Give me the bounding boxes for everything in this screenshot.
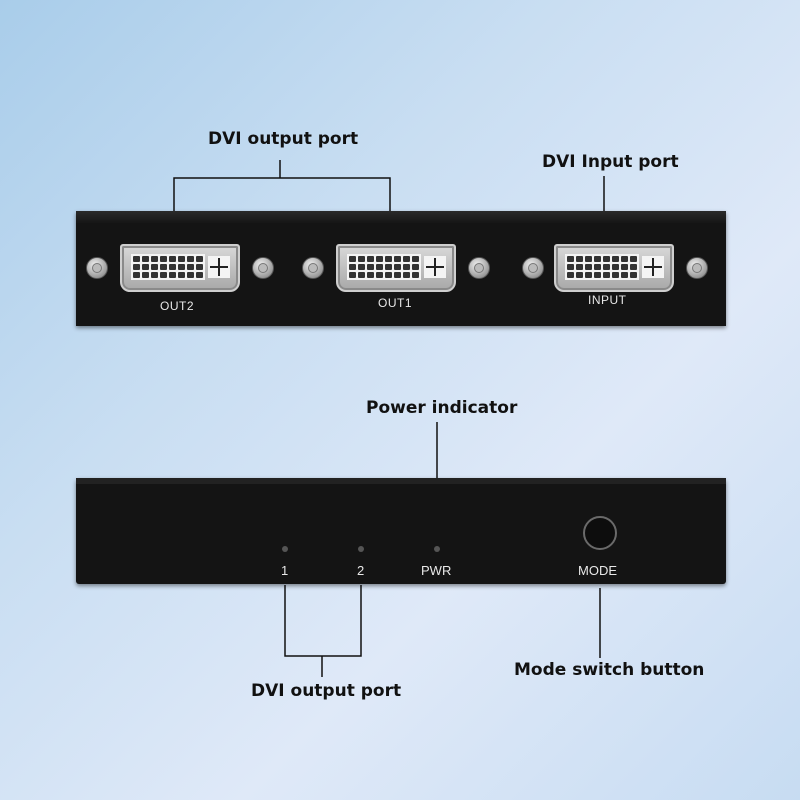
power-indicator-callout: Power indicator xyxy=(366,398,518,418)
top-output-callout: DVI output port xyxy=(208,129,359,149)
screw-icon xyxy=(252,257,274,279)
mode-switch-button[interactable] xyxy=(583,516,617,550)
dvi-port-icon xyxy=(120,244,240,292)
mode-switch-callout: Mode switch button xyxy=(514,660,705,680)
port-label: OUT1 xyxy=(378,296,413,310)
bottom-output-callout: DVI output port xyxy=(251,681,402,701)
screw-icon xyxy=(302,257,324,279)
led-pwr-indicator xyxy=(434,546,440,552)
dvi-port-icon xyxy=(336,244,456,292)
bottom-output-bracket xyxy=(284,585,362,657)
led-2-label: 2 xyxy=(357,563,365,578)
screw-icon xyxy=(468,257,490,279)
dvi-port-icon xyxy=(554,244,674,292)
led-1-label: 1 xyxy=(281,563,289,578)
port-label: INPUT xyxy=(588,293,627,307)
screw-icon xyxy=(522,257,544,279)
screw-icon xyxy=(86,257,108,279)
front-panel: 1 2 PWR MODE xyxy=(76,478,726,584)
led-pwr-label: PWR xyxy=(421,563,452,578)
mode-label: MODE xyxy=(578,563,617,578)
port-label: OUT2 xyxy=(160,299,195,313)
screw-icon xyxy=(686,257,708,279)
led-2-indicator xyxy=(358,546,364,552)
top-input-callout: DVI Input port xyxy=(542,152,679,172)
rear-panel: OUT2 OUT1 INPUT xyxy=(76,211,726,326)
led-1-indicator xyxy=(282,546,288,552)
